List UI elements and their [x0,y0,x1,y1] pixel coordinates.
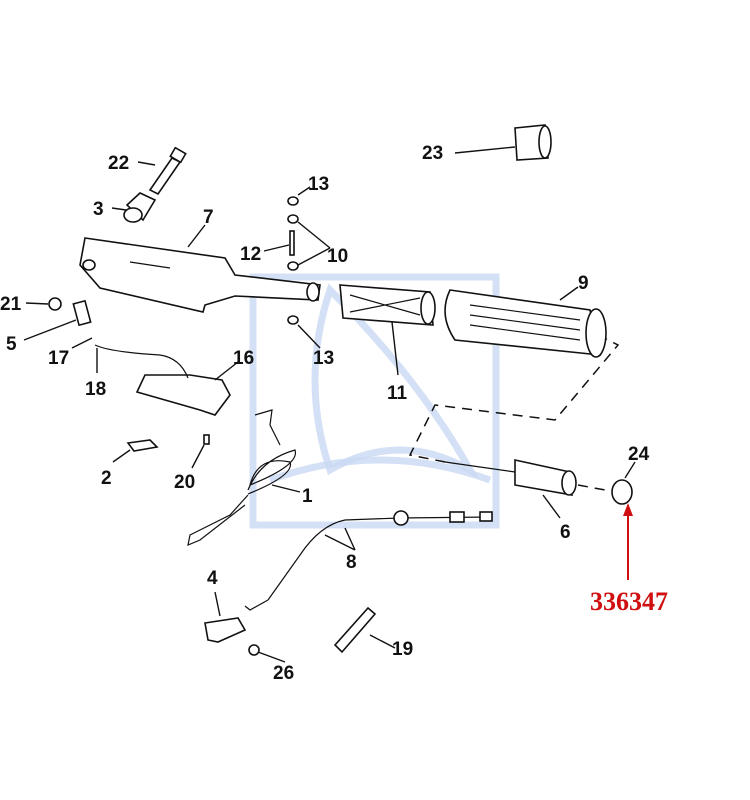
callout-10: 10 [327,246,348,267]
callout-4: 4 [207,568,218,589]
part-22-bolt [148,146,187,196]
watermark-logo [249,273,500,529]
callout-19: 19 [392,639,413,660]
part-20-screw [203,434,210,445]
part-24-cap [611,479,633,505]
callout-12: 12 [240,244,261,265]
leader-lines [23,146,636,663]
part-23-decal-cap [514,124,552,161]
callout-8: 8 [346,552,357,573]
callout-21: 21 [0,294,22,315]
callout-20: 20 [174,472,195,493]
part-1-spring [187,409,297,546]
callout-1: 1 [302,486,313,507]
callout-6: 6 [560,522,571,543]
part-11-shaft [339,284,436,326]
callout-3: 3 [93,199,104,220]
part-7-tiller-arm [79,237,321,313]
assembly-dashed-outline [408,334,620,463]
callout-24: 24 [628,444,650,465]
part-9-twist-grip [444,289,607,358]
highlight-arrow [623,503,633,580]
callout-2: 2 [101,468,112,489]
callout-13-bottom: 13 [313,348,334,369]
part-17-18-wire [94,344,161,356]
part-2-clip [126,439,159,452]
part-4-bracket [204,617,247,643]
callout-26: 26 [273,663,294,684]
highlight-part-number: 336347 [590,587,668,616]
part-16-bracket [135,374,231,416]
callout-13-top: 13 [308,174,329,195]
callout-18: 18 [85,379,106,400]
part-24-dashed-line [577,484,606,491]
part-21-nut [48,297,62,311]
part-8-cable [244,510,493,611]
callout-16: 16 [233,348,254,369]
callout-22: 22 [108,153,129,174]
part-19-rod [333,606,377,654]
part-5-sleeve [72,299,92,327]
callout-7: 7 [203,207,214,228]
callout-9: 9 [578,273,589,294]
part-26-screw [248,644,260,656]
callout-23: 23 [422,143,443,164]
callout-5: 5 [6,334,17,355]
parts-10-12-13-pins [287,196,299,325]
part-3-bushing [123,192,157,223]
part-6-throttle-knob [444,459,577,496]
callout-11: 11 [387,383,408,404]
callout-17: 17 [48,348,69,369]
